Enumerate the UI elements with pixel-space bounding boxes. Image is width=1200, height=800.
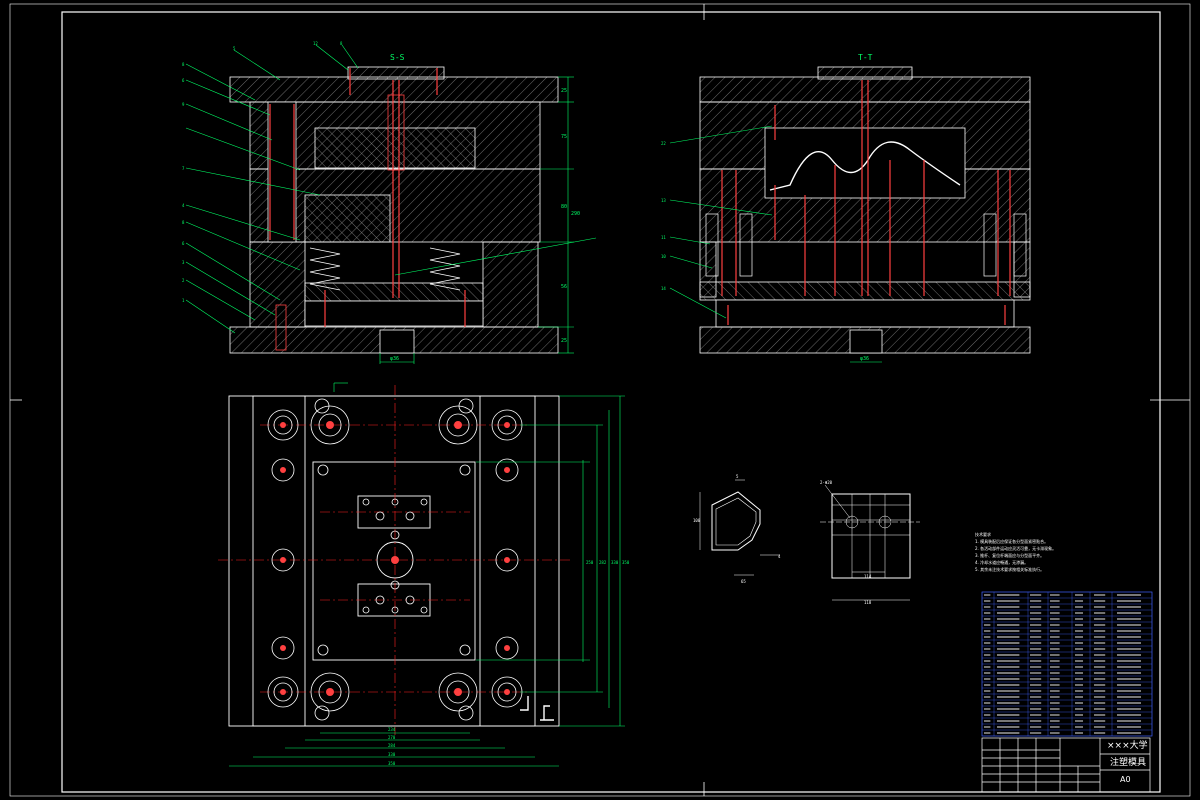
leader-label-7: 8 bbox=[182, 220, 185, 225]
part-dim-1: 5 bbox=[736, 474, 739, 479]
leader-label-11: 1 bbox=[182, 298, 185, 303]
leader-label-8: 6 bbox=[182, 241, 185, 246]
tech-notes-title: 技术要求 bbox=[975, 532, 991, 537]
dim-bore-s: φ36 bbox=[390, 356, 399, 362]
plan-dim-h2: 282 bbox=[599, 560, 607, 565]
section-t-title: T-T bbox=[858, 53, 873, 62]
leader-t-2: 13 bbox=[661, 198, 666, 203]
title-school: ×××大学 bbox=[1107, 739, 1148, 751]
part-top-dim-2: 114 bbox=[864, 574, 872, 579]
leader-label-10: 2 bbox=[182, 278, 185, 283]
section-s-view: 25 75 80 290 56 25 φ36 S-S bbox=[182, 41, 597, 364]
plan-dim-w2: 270 bbox=[388, 735, 396, 740]
tech-note-5: 5. 其余未注技术要求按相关标准执行。 bbox=[975, 567, 1045, 572]
dim-s-4: 290 bbox=[571, 211, 580, 217]
dim-s-6: 25 bbox=[561, 338, 567, 344]
section-t-view: T-T 22 13 11 10 14 φ36 bbox=[661, 53, 1031, 363]
title-sheet-size: A0 bbox=[1120, 775, 1131, 784]
leader-label-5: 7 bbox=[182, 166, 185, 171]
leader-t-4: 10 bbox=[661, 254, 666, 259]
plan-dim-h1: 250 bbox=[586, 560, 594, 565]
dim-s-1: 25 bbox=[561, 88, 567, 94]
leader-label-13: 8 bbox=[340, 41, 343, 46]
plan-dim-w3: 284 bbox=[388, 743, 396, 748]
dim-s-3: 80 bbox=[561, 204, 567, 210]
parts-list-table bbox=[981, 591, 1153, 737]
leader-label-4: 9 bbox=[182, 102, 185, 107]
plan-dim-w4: 330 bbox=[388, 752, 396, 757]
title-block bbox=[981, 737, 1151, 793]
dim-s-5: 56 bbox=[561, 284, 567, 290]
leader-label-12: 12 bbox=[313, 41, 318, 46]
tech-notes: 技术要求 1. 模具装配后应保证各分型面紧密贴合。 2. 各活动部件运动应灵活可… bbox=[975, 531, 1145, 573]
part-dim-4: 4 bbox=[778, 554, 781, 559]
leader-t-1: 22 bbox=[661, 141, 666, 146]
plan-dim-h3: 330 bbox=[611, 560, 619, 565]
leader-label-3: 6 bbox=[182, 78, 185, 83]
sheet-border bbox=[9, 3, 1191, 797]
part-top-dim-3: 118 bbox=[864, 600, 872, 605]
dim-bore-t: φ36 bbox=[860, 356, 869, 362]
section-s-title: S-S bbox=[390, 53, 405, 62]
leader-t-5: 14 bbox=[661, 286, 666, 291]
leader-label-2: 8 bbox=[182, 62, 185, 67]
leader-t-3: 11 bbox=[661, 235, 666, 240]
part-top-view: 2-Φ20 114 118 bbox=[820, 480, 920, 605]
leader-label-9: 3 bbox=[182, 260, 185, 265]
plan-view: 234 270 284 330 350 250 282 330 350 bbox=[218, 382, 630, 767]
plan-dim-w5: 350 bbox=[388, 761, 396, 766]
dim-s-2: 75 bbox=[561, 134, 567, 140]
tech-note-4: 4. 冷却水道应畅通，无渗漏。 bbox=[975, 560, 1029, 565]
part-profile-view: 5 100 65 4 bbox=[693, 474, 781, 584]
tech-note-2: 2. 各活动部件运动应灵活可靠，无卡滞现象。 bbox=[975, 546, 1057, 551]
tech-note-1: 1. 模具装配后应保证各分型面紧密贴合。 bbox=[975, 539, 1049, 544]
title-drawing-name: 注塑模具 bbox=[1110, 756, 1146, 768]
part-dim-3: 65 bbox=[741, 579, 746, 584]
part-top-dim-1: 2-Φ20 bbox=[820, 480, 833, 485]
leader-label-1: 5 bbox=[233, 46, 236, 51]
part-dim-2: 100 bbox=[693, 518, 701, 523]
plan-dim-w1: 234 bbox=[388, 727, 396, 732]
plan-dim-h4: 350 bbox=[622, 560, 630, 565]
leader-label-6: 4 bbox=[182, 203, 185, 208]
tech-note-3: 3. 推杆、复位杆端面应与分型面平齐。 bbox=[975, 553, 1045, 558]
